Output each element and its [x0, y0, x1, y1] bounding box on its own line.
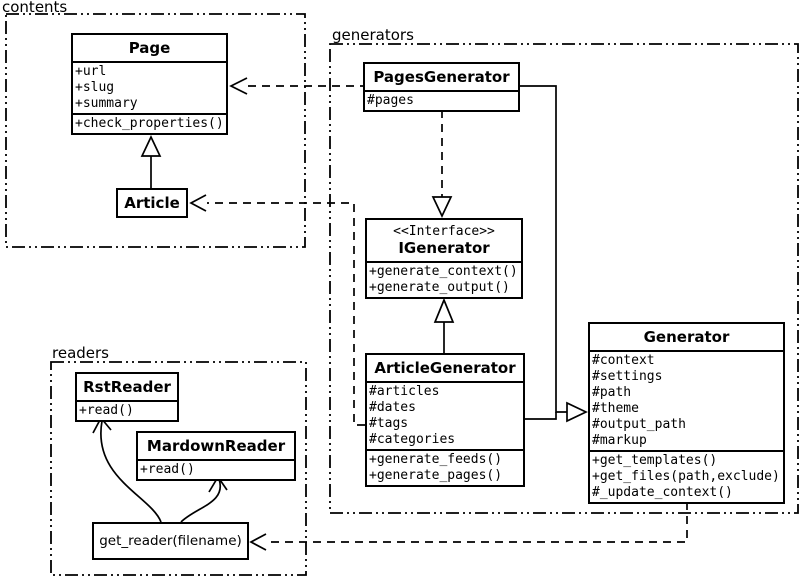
class-name: Generator	[643, 328, 730, 346]
member-line: #settings	[592, 369, 663, 384]
function-label: get_reader(filename)	[99, 533, 242, 549]
member-line: #output_path	[592, 417, 686, 432]
realization-triangle-icon	[431, 196, 453, 218]
class-box-generator: Generator #context#settings#path#theme#o…	[588, 322, 785, 504]
edge-getreader-rstreader	[100, 420, 162, 523]
attributes-compartment: +url+slug+summary	[73, 61, 226, 113]
inheritance-triangle-icon	[433, 297, 455, 323]
member-line: +get_files(path,exclude)	[592, 469, 780, 484]
edge-generator-getreader	[265, 502, 688, 543]
member-line: +slug	[75, 80, 115, 95]
edge-getreader-mardownreader	[180, 478, 222, 523]
class-name: RstReader	[83, 378, 171, 396]
member-line: #_update_context()	[592, 485, 733, 500]
class-name: PagesGenerator	[373, 68, 510, 86]
member-line: #dates	[369, 400, 416, 415]
member-line: +generate_feeds()	[369, 452, 503, 467]
member-line: +summary	[75, 96, 138, 111]
open-arrowhead-icon	[229, 77, 248, 95]
edge-pagesgenerator-generator	[520, 85, 567, 413]
member-line: #articles	[369, 384, 440, 399]
function-box-getreader: get_reader(filename)	[92, 522, 249, 560]
member-line: #markup	[592, 433, 647, 448]
package-label-contents: contents	[2, 0, 68, 16]
readers-package-border	[50, 361, 307, 576]
contents-package-border	[5, 13, 306, 248]
class-box-rstreader: RstReader +read()	[75, 372, 179, 422]
package-label-readers: readers	[52, 344, 109, 362]
member-line: #tags	[369, 416, 409, 431]
attributes-compartment: #context#settings#path#theme#output_path…	[590, 350, 783, 450]
class-box-mardownreader: MardownReader +read()	[136, 431, 296, 481]
open-arrowhead-icon	[189, 194, 207, 212]
methods-compartment: +get_templates()+get_files(path,exclude)…	[590, 450, 783, 502]
inheritance-triangle-icon	[140, 135, 162, 157]
package-label-generators: generators	[332, 26, 414, 44]
attributes-compartment: #articles#dates#tags#categories	[367, 381, 523, 449]
member-line: +check_properties()	[75, 116, 224, 131]
class-box-page: Page +url+slug+summary +check_properties…	[71, 33, 228, 135]
member-line: +get_templates()	[592, 453, 718, 468]
class-box-pagesgenerator: PagesGenerator #pages	[363, 62, 520, 112]
methods-compartment: +check_properties()	[73, 113, 226, 133]
class-box-igenerator: <<Interface>> IGenerator +generate_conte…	[365, 218, 523, 299]
class-box-articlegenerator: ArticleGenerator #articles#dates#tags#ca…	[365, 353, 525, 487]
member-line: +generate_context()	[369, 264, 518, 279]
member-line: +read()	[79, 403, 134, 418]
member-line: +generate_output()	[369, 280, 510, 295]
member-line: +url	[75, 64, 107, 79]
methods-compartment: +generate_context()+generate_output()	[367, 261, 521, 297]
member-line: #theme	[592, 401, 639, 416]
class-name: IGenerator	[398, 239, 490, 257]
inheritance-triangle-icon	[566, 401, 588, 423]
class-name: Article	[124, 194, 180, 212]
open-arrowhead-icon	[249, 533, 267, 551]
generators-package-border	[329, 43, 799, 514]
edge-articlegenerator-generator	[525, 412, 557, 420]
methods-compartment: +read()	[138, 459, 294, 479]
class-name: MardownReader	[146, 437, 286, 455]
class-name: Page	[128, 39, 171, 57]
member-line: +generate_pages()	[369, 468, 503, 483]
class-box-article: Article	[116, 188, 188, 218]
member-line: #pages	[367, 93, 414, 108]
member-line: #categories	[369, 432, 456, 447]
attributes-compartment: #pages	[365, 90, 518, 110]
member-line: +read()	[140, 462, 195, 477]
member-line: #context	[592, 353, 655, 368]
methods-compartment: +generate_feeds()+generate_pages()	[367, 449, 523, 485]
class-name: ArticleGenerator	[374, 359, 516, 377]
edge-articlegenerator-article	[207, 202, 365, 426]
member-line: #path	[592, 385, 632, 400]
methods-compartment: +read()	[77, 400, 177, 420]
stereotype-label: <<Interface>>	[393, 224, 495, 239]
